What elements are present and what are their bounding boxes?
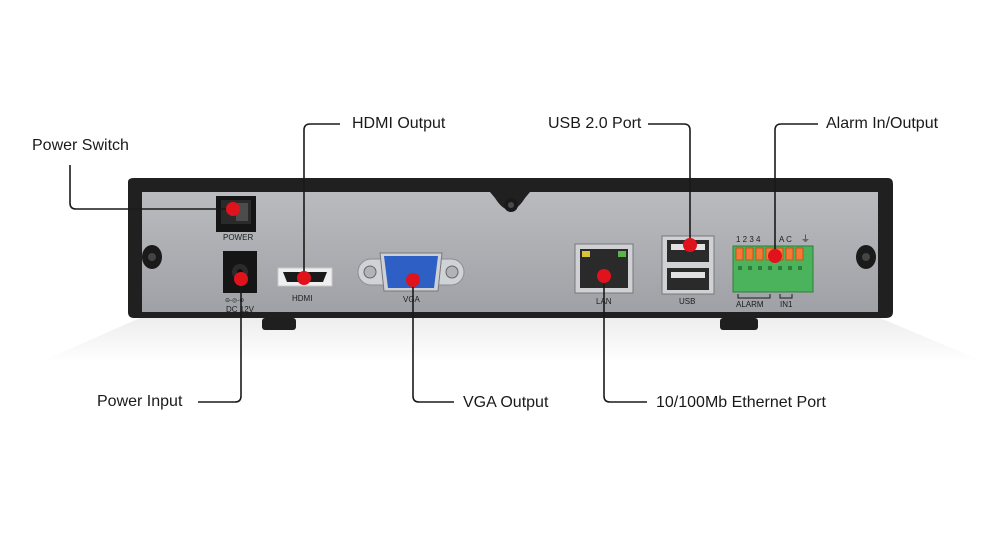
power-switch-leader <box>69 165 233 210</box>
ethernet-marker <box>597 269 611 283</box>
floor-reflection <box>40 318 985 362</box>
marker-dots <box>226 202 782 287</box>
power-label: POWER <box>223 233 253 242</box>
usb-label: USB <box>679 297 695 306</box>
power-switch-callout: Power Switch <box>32 137 129 154</box>
ethernet-callout: 10/100Mb Ethernet Port <box>656 394 826 411</box>
power-switch-marker <box>226 202 240 216</box>
alarm-label: ALARM <box>736 300 764 309</box>
activity-led <box>618 251 626 257</box>
alarm-marker <box>768 249 782 263</box>
usb-marker <box>683 238 697 252</box>
hdmi-leader <box>303 123 340 278</box>
usb-leader <box>648 123 691 245</box>
usb-port-callout: USB 2.0 Port <box>548 115 642 132</box>
device-foot <box>262 318 296 330</box>
hdmi-output-callout: HDMI Output <box>352 115 446 132</box>
alarm-in-label: IN1 <box>780 300 793 309</box>
power-input-callout: Power Input <box>97 393 183 410</box>
power-input-leader <box>198 279 242 403</box>
hdmi-label: HDMI <box>292 294 312 303</box>
vga-port[interactable]: VGA <box>357 252 465 304</box>
hdmi-marker <box>297 271 311 285</box>
callout-lines <box>69 123 818 403</box>
alarm-leader <box>774 123 818 256</box>
ground-icon: ⏚ <box>801 234 810 244</box>
alarm-callout: Alarm In/Output <box>826 115 939 132</box>
link-led <box>582 251 590 257</box>
vga-leader <box>412 280 454 403</box>
alarm-numbers-label: 1 2 3 4 <box>736 235 761 244</box>
dc-polarity-icon: ⊖-◎-⊕ <box>225 298 244 304</box>
vga-label: VGA <box>403 295 421 304</box>
power-input-marker <box>234 272 248 286</box>
alarm-ac-label: A C <box>779 235 792 244</box>
device-foot <box>720 318 758 330</box>
ethernet-leader <box>603 276 647 403</box>
vga-output-callout: VGA Output <box>463 394 549 411</box>
vga-marker <box>406 273 420 287</box>
